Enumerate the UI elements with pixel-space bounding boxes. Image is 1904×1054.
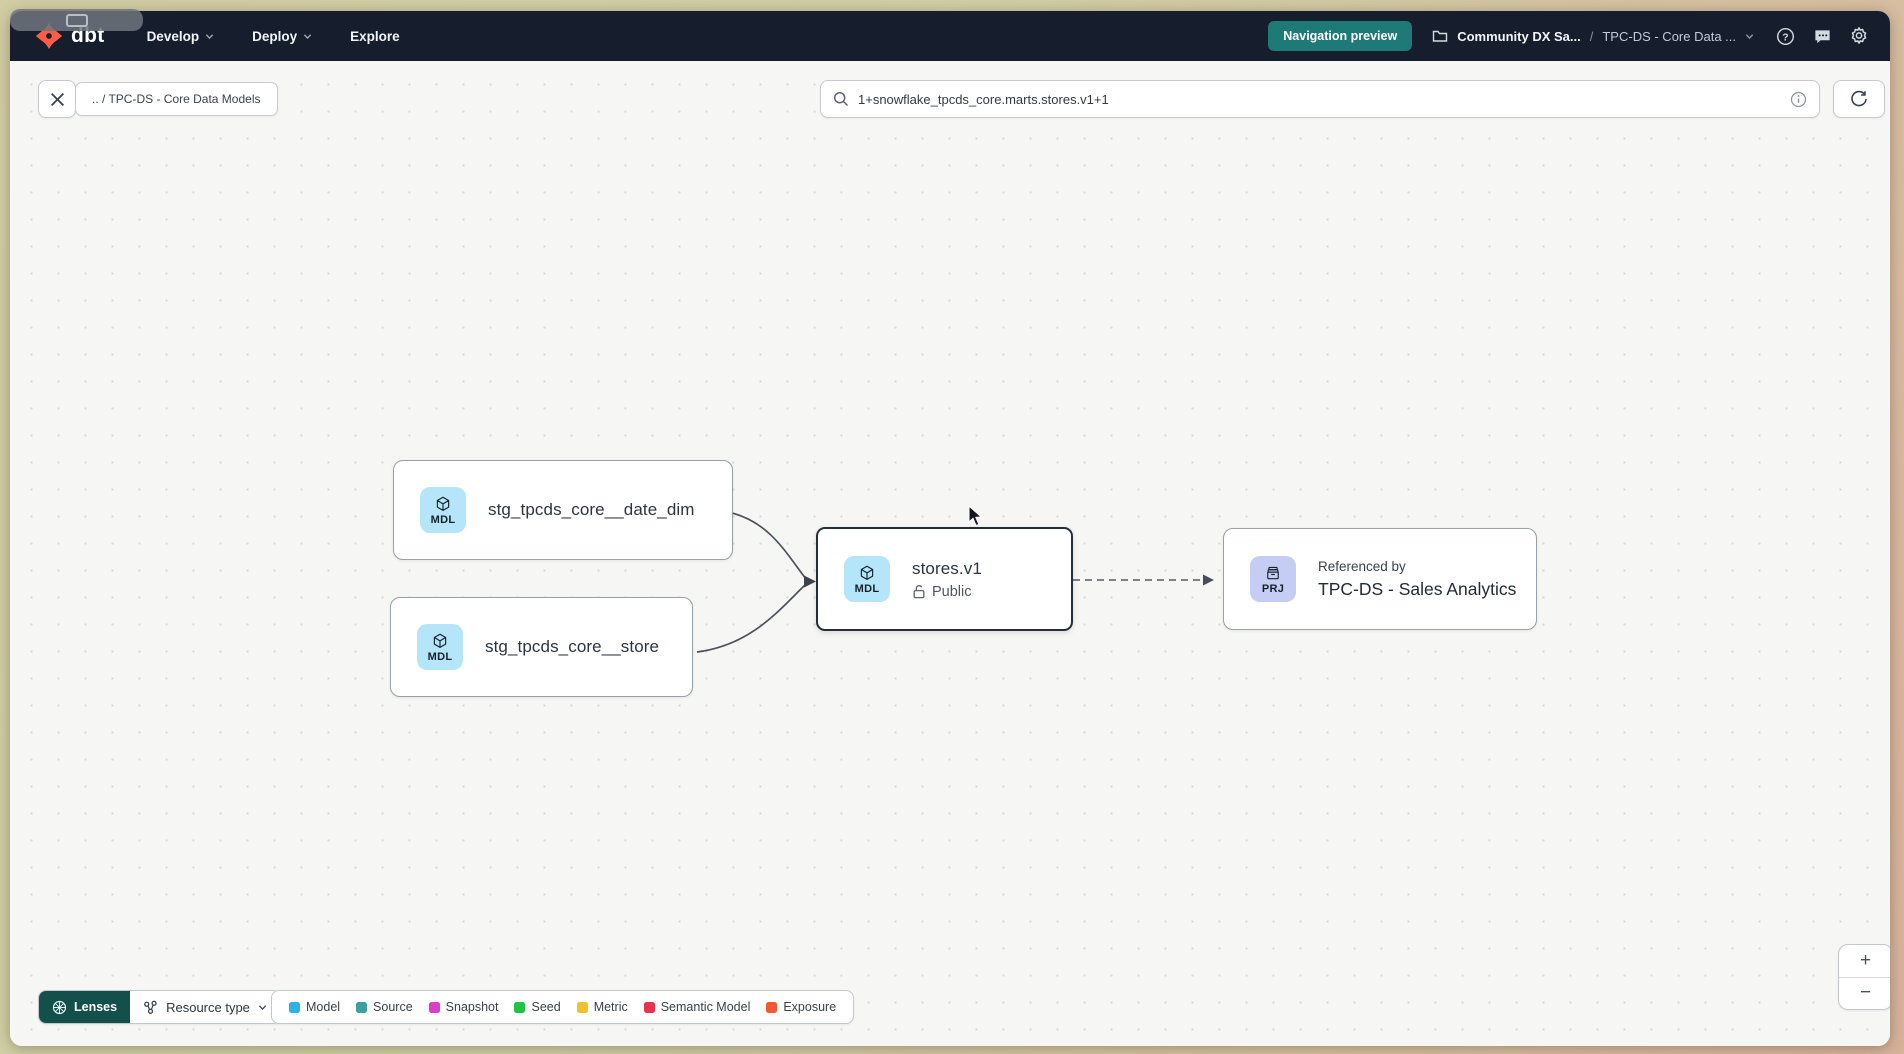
legend-item-model: Model: [289, 1000, 340, 1014]
chevron-down-icon: [303, 33, 312, 39]
help-icon: ?: [1776, 27, 1794, 45]
lenses-label: Lenses: [74, 1000, 118, 1014]
menu-explore-label: Explore: [350, 28, 400, 44]
search-input[interactable]: [858, 91, 1790, 107]
menu-develop-label: Develop: [146, 28, 200, 44]
app-window: dbt Develop Deploy Explore Navigation pr…: [10, 11, 1890, 1046]
feedback-button[interactable]: [1811, 25, 1833, 47]
legend-swatch: [356, 1001, 368, 1013]
help-button[interactable]: ?: [1774, 25, 1796, 47]
project-badge-label: PRJ: [1261, 582, 1285, 595]
cube-icon: [860, 565, 874, 580]
access-label: Public: [932, 583, 972, 600]
screen-icon: [65, 13, 88, 27]
node-stg-tpcds-core-date-dim[interactable]: MDL stg_tpcds_core__date_dim: [393, 460, 733, 560]
legend-item-source: Source: [356, 1000, 413, 1014]
legend-label: Seed: [531, 1000, 561, 1014]
lens-icon: [52, 1000, 67, 1014]
node-label: TPC-DS - Sales Analytics: [1318, 578, 1517, 599]
svg-text:?: ?: [1782, 32, 1788, 43]
folder-icon: [1433, 30, 1448, 42]
legend-item-exposure: Exposure: [766, 1000, 836, 1014]
menu-deploy-label: Deploy: [252, 28, 298, 44]
refresh-button[interactable]: [1833, 80, 1885, 118]
topbar-right: Navigation preview Community DX Sa... / …: [1268, 21, 1870, 51]
legend-swatch: [428, 1001, 440, 1013]
navigation-preview-badge[interactable]: Navigation preview: [1268, 21, 1413, 51]
topbar-icon-group: ?: [1774, 25, 1870, 47]
node-label: stg_tpcds_core__store: [485, 637, 660, 656]
chevron-down-icon: [1745, 33, 1754, 39]
lineage-search: [820, 80, 1820, 118]
access-indicator: Public: [912, 584, 982, 600]
graph-nodes-icon: [144, 1000, 157, 1014]
chevron-down-icon: [258, 1004, 267, 1010]
search-icon: [833, 91, 849, 107]
zoom-out-button[interactable]: −: [1859, 982, 1872, 1004]
legend-swatch: [576, 1001, 588, 1013]
legend-swatch: [766, 1001, 778, 1013]
legend-swatch: [289, 1001, 300, 1013]
graph-breadcrumb-label: .. / TPC-DS - Core Data Models: [92, 92, 261, 106]
chevron-down-icon: [205, 33, 214, 39]
refresh-icon: [1851, 90, 1867, 107]
legend-swatch: [514, 1001, 526, 1013]
model-badge: MDL: [420, 487, 466, 533]
cube-icon: [436, 496, 450, 511]
menu-develop[interactable]: Develop: [147, 29, 215, 44]
legend-label: Snapshot: [445, 1000, 499, 1014]
info-icon[interactable]: [1790, 91, 1807, 108]
mouse-cursor: [968, 505, 983, 527]
settings-button[interactable]: [1848, 25, 1870, 47]
legend-item-semantic-model: Semantic Model: [643, 1000, 751, 1014]
model-badge-label: MDL: [854, 582, 880, 595]
graph-breadcrumb-chip[interactable]: .. / TPC-DS - Core Data Models: [75, 82, 278, 116]
dbt-logo-icon: [35, 22, 63, 50]
lineage-canvas[interactable]: .. / TPC-DS - Core Data Models MDL stg_t…: [10, 61, 1890, 1046]
legend-label: Exposure: [783, 1000, 837, 1014]
menu-deploy[interactable]: Deploy: [252, 29, 312, 44]
top-navigation-bar: dbt Develop Deploy Explore Navigation pr…: [10, 11, 1890, 61]
gear-icon: [1851, 27, 1867, 44]
legend-item-snapshot: Snapshot: [428, 1000, 499, 1014]
breadcrumb[interactable]: Community DX Sa... / TPC-DS - Core Data …: [1432, 29, 1754, 44]
close-icon: [50, 92, 64, 106]
model-badge-label: MDL: [427, 650, 453, 663]
referenced-by-title: Referenced by: [1318, 558, 1406, 574]
main-menu: Develop Deploy Explore: [147, 29, 400, 44]
resource-type-label: Resource type: [166, 999, 250, 1015]
legend-label: Semantic Model: [660, 1000, 751, 1014]
project-badge: PRJ: [1250, 556, 1296, 602]
node-stg-tpcds-core-store[interactable]: MDL stg_tpcds_core__store: [390, 597, 693, 697]
cube-icon: [433, 633, 447, 648]
node-tpcds-sales-analytics[interactable]: PRJ Referenced by TPC-DS - Sales Analyti…: [1223, 528, 1537, 630]
legend-item-seed: Seed: [514, 1000, 561, 1014]
breadcrumb-environment: TPC-DS - Core Data ...: [1602, 28, 1736, 44]
model-badge: MDL: [844, 556, 890, 602]
lenses-button[interactable]: Lenses: [39, 991, 131, 1023]
legend-swatch: [643, 1001, 655, 1013]
breadcrumb-project: Community DX Sa...: [1457, 28, 1581, 44]
close-button[interactable]: [38, 80, 76, 118]
legend-label: Source: [373, 1000, 413, 1014]
resource-type-dropdown[interactable]: Resource type: [130, 991, 280, 1023]
legend-label: Metric: [593, 1000, 628, 1014]
model-badge-label: MDL: [430, 513, 456, 526]
menu-explore[interactable]: Explore: [350, 29, 400, 44]
zoom-in-button[interactable]: +: [1839, 945, 1890, 978]
model-badge: MDL: [417, 624, 463, 670]
chat-bubble-icon: [1814, 29, 1830, 43]
resource-legend: Model Source Snapshot Seed Metric Semant…: [271, 990, 855, 1024]
breadcrumb-separator: /: [1589, 28, 1594, 44]
zoom-controls: + −: [1838, 944, 1890, 1010]
view-controls: Lenses Resource type: [38, 990, 281, 1024]
node-stores-v1[interactable]: MDL stores.v1 Public: [816, 527, 1073, 631]
legend-item-metric: Metric: [576, 1000, 628, 1014]
screen-recording-artifact: [10, 9, 143, 31]
node-label: stg_tpcds_core__date_dim: [488, 500, 695, 519]
legend-label: Model: [306, 1000, 341, 1014]
node-label: stores.v1: [912, 558, 982, 578]
unlock-icon: [913, 585, 925, 599]
archive-icon: [1267, 566, 1279, 579]
